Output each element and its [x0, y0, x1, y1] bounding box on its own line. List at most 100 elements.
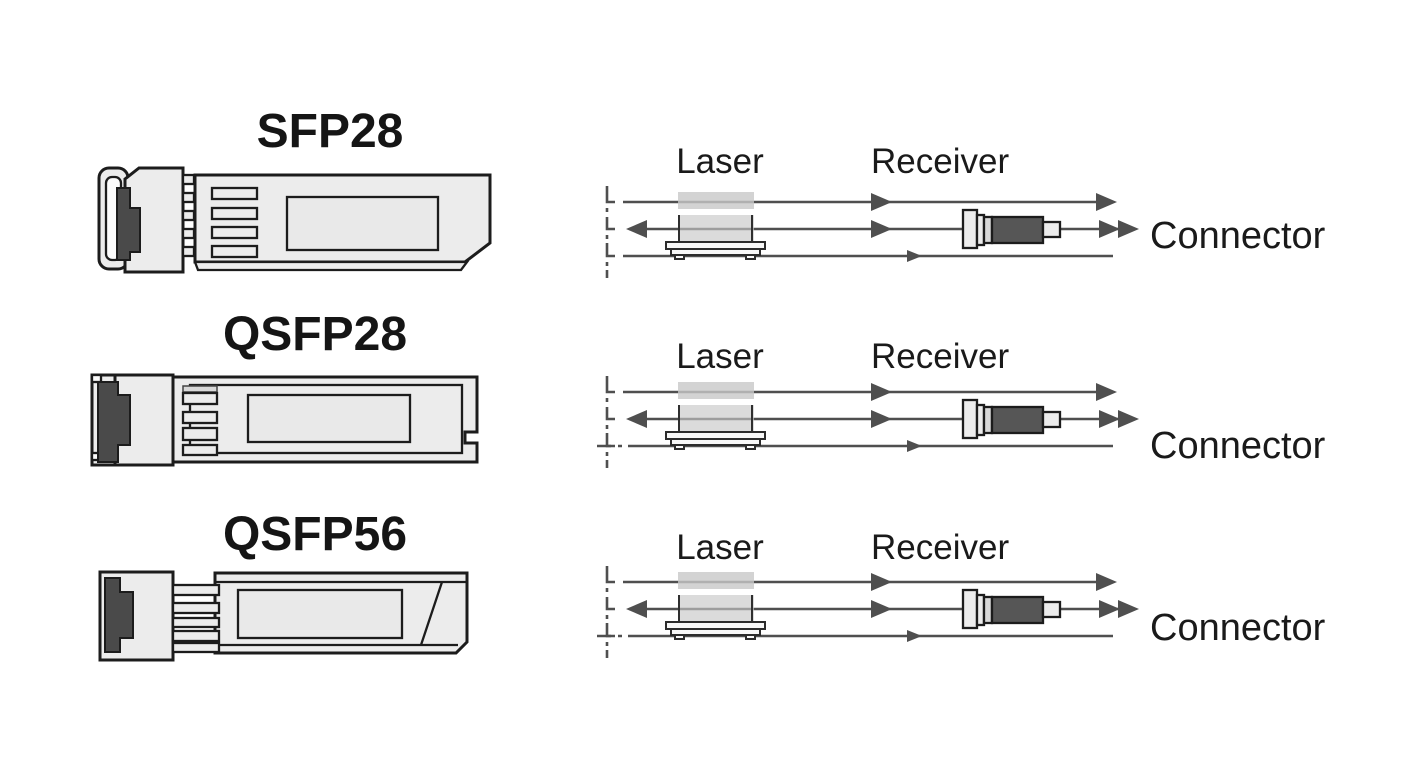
laser-label: Laser [676, 142, 764, 181]
laser-base [665, 621, 766, 630]
optical-path-diagram [605, 186, 1139, 278]
module-title-sfp28: SFP28 [256, 105, 404, 158]
connector-label: Connector [1150, 607, 1326, 649]
receiver-tip [1041, 600, 1062, 619]
laser-foot [745, 444, 756, 450]
arrowhead-left [626, 600, 647, 618]
ridge-finger [171, 629, 221, 643]
receiver-flange [961, 588, 979, 630]
laser-beam-block [678, 215, 754, 241]
label-plate [285, 195, 440, 252]
module-title-qsfp56: QSFP56 [222, 508, 408, 561]
arrowhead-right [1099, 600, 1120, 618]
receiver-label: Receiver [871, 337, 1010, 376]
housing-inner-lines [215, 580, 467, 647]
arrowhead-right [1096, 573, 1117, 591]
module-title-qsfp28: QSFP28 [222, 308, 408, 361]
receiver-flange [961, 398, 979, 440]
arrowhead-right [1099, 220, 1120, 238]
laser-posts [678, 405, 753, 432]
ridge-finger [171, 616, 221, 629]
receiver-ring [982, 405, 994, 435]
label-plate [236, 588, 404, 640]
ridge-tooth [181, 227, 196, 240]
qsfp56-module-illustration [98, 570, 469, 662]
receiver-tip [1041, 410, 1062, 429]
laser-foot [745, 634, 756, 640]
qsfp56-body-group [98, 570, 469, 662]
receiver-tip [1041, 220, 1062, 239]
laser-foot [674, 444, 685, 450]
laser-emitter [665, 572, 766, 640]
ridge-tooth [181, 209, 196, 222]
contact-pad [210, 186, 259, 201]
contact-pad [181, 410, 219, 425]
receiver-body [990, 595, 1045, 625]
ridge-tooth [181, 191, 196, 204]
receiver-ring [982, 215, 994, 245]
arrowhead-right-small [907, 440, 922, 452]
receiver-label: Receiver [871, 528, 1010, 567]
latch-clip [116, 187, 141, 261]
ridge-finger [171, 641, 221, 654]
receiver-barrel [961, 398, 1062, 440]
bottom-board [193, 260, 470, 272]
laser-beam-block [678, 405, 754, 431]
contact-pad [181, 443, 219, 457]
optical-path-diagram [597, 566, 1139, 658]
laser-base [665, 241, 766, 250]
qsfp28-module-illustration [90, 373, 479, 467]
arrowhead-right [871, 410, 892, 428]
laser-label: Laser [676, 337, 764, 376]
receiver-barrel [961, 208, 1062, 250]
arrowhead-right [871, 383, 892, 401]
arrowhead-left [626, 410, 647, 428]
laser-base [670, 248, 761, 256]
guide-dash-line [605, 186, 615, 278]
laser-beam-block [678, 595, 754, 621]
receiver-ring [982, 595, 994, 625]
contact-pad [210, 206, 259, 221]
laser-posts [678, 215, 753, 242]
latch-clip [104, 577, 134, 653]
arrowhead-right [1096, 383, 1117, 401]
cap-notch [90, 373, 103, 384]
laser-emitter [665, 192, 766, 260]
arrowhead-right [1099, 410, 1120, 428]
receiver-body [990, 215, 1045, 245]
laser-emitter [665, 382, 766, 450]
arrowhead-right [1118, 410, 1139, 428]
sfp28-module-illustration [97, 166, 492, 274]
arrowhead-right [1096, 193, 1117, 211]
top-tab [182, 385, 218, 393]
receiver-barrel [961, 588, 1062, 630]
contact-pad [210, 225, 259, 240]
arrowhead-right [871, 600, 892, 618]
ridge-finger [171, 583, 221, 597]
connector-label: Connector [1150, 215, 1326, 257]
connector-label: Connector [1150, 425, 1326, 467]
laser-beam-block [678, 192, 754, 209]
receiver-flange [961, 208, 979, 250]
ridge-tooth [181, 245, 196, 258]
arrowhead-right [1118, 600, 1139, 618]
laser-label: Laser [676, 528, 764, 567]
contact-pad [210, 244, 259, 259]
arrowhead-right [871, 193, 892, 211]
label-plate [246, 393, 412, 444]
ridge-finger [171, 601, 221, 615]
laser-foot [674, 254, 685, 260]
receiver-label: Receiver [871, 142, 1010, 181]
ridge-tooth [181, 173, 196, 186]
receiver-body [990, 405, 1045, 435]
sfp28-body-group [97, 166, 492, 274]
arrowhead-right [871, 220, 892, 238]
arrowhead-left [626, 220, 647, 238]
optical-path-diagram [597, 376, 1139, 468]
laser-base [665, 431, 766, 440]
arrowhead-right-small [907, 250, 922, 262]
guide-dash-line [605, 376, 615, 468]
laser-foot [674, 634, 685, 640]
qsfp28-body-group [90, 373, 479, 467]
